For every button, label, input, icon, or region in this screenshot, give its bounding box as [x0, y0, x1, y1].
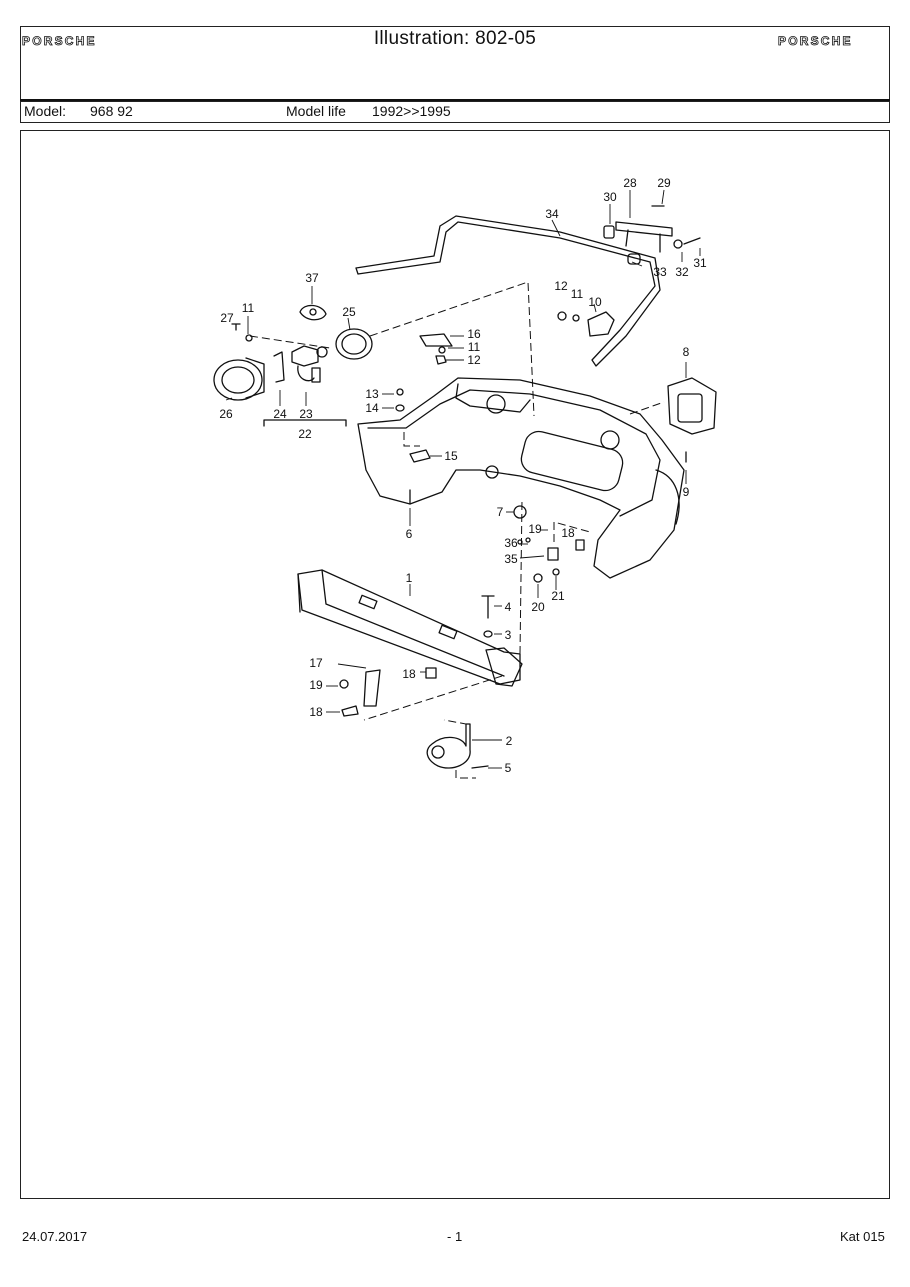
- callout-17: 17: [309, 656, 323, 670]
- gasket: [299, 304, 327, 321]
- callout-22: 22: [298, 427, 312, 441]
- callout-27: 27: [220, 311, 234, 325]
- page-title: Illustration: 802-05: [373, 28, 537, 49]
- damper: [426, 723, 471, 769]
- callout-37: 37: [305, 271, 319, 285]
- callout-26: 26: [219, 407, 233, 421]
- callout-15: 15: [444, 449, 458, 463]
- callout-9: 9: [683, 485, 690, 499]
- callout-19a: 19: [528, 522, 542, 536]
- bumper-cover: [357, 377, 685, 579]
- model-life-label: Model life: [286, 103, 346, 119]
- callout-32: 32: [675, 265, 689, 279]
- lamp-housing: [213, 359, 263, 401]
- callout-1: 1: [406, 571, 413, 585]
- callout-8: 8: [683, 345, 690, 359]
- illustration-frame: [20, 130, 890, 1199]
- callout-2: 2: [506, 734, 513, 748]
- callout-6: 6: [406, 527, 413, 541]
- brand-right-text: PORSCHE: [778, 34, 853, 48]
- callout-23: 23: [299, 407, 313, 421]
- callout-11b: 11: [571, 287, 584, 301]
- callout-7: 7: [497, 505, 504, 519]
- callout-29: 29: [657, 176, 671, 190]
- header-divider: [20, 99, 890, 102]
- model-label: Model:: [24, 103, 67, 119]
- seal-strip: [355, 215, 661, 367]
- callout-25: 25: [342, 305, 356, 319]
- callout-18b: 18: [402, 667, 416, 681]
- callout-31: 31: [693, 256, 707, 270]
- callout-28: 28: [623, 176, 637, 190]
- callout-10: 10: [588, 295, 602, 309]
- footer-date: 24.07.2017: [22, 1229, 88, 1244]
- callout-19b: 19: [309, 678, 323, 692]
- callout-16: 16: [467, 327, 481, 341]
- callout-36: 36: [504, 536, 518, 550]
- porsche-logo-left: PORSCHE: [22, 34, 97, 48]
- porsche-logo-right: PORSCHE: [778, 34, 853, 48]
- callout-24: 24: [273, 407, 287, 421]
- callout-11c: 11: [468, 340, 481, 354]
- callout-18c: 18: [309, 705, 323, 719]
- model-bar: [20, 101, 890, 123]
- side-bracket: [667, 377, 717, 435]
- lamp-ring: [335, 328, 373, 360]
- callout-14: 14: [365, 401, 379, 415]
- footer-catalog: Kat 015: [840, 1229, 885, 1244]
- callout-30: 30: [603, 190, 617, 204]
- callout-33: 33: [653, 265, 667, 279]
- callout-13: 13: [365, 387, 379, 401]
- callout-3: 3: [505, 628, 512, 642]
- callout-35: 35: [504, 552, 518, 566]
- model-value: 968 92: [90, 103, 133, 119]
- callout-12a: 12: [554, 279, 568, 293]
- callout-20: 20: [531, 600, 545, 614]
- callout-12b: 12: [467, 353, 481, 367]
- hinge-plate: [615, 221, 673, 237]
- callout-18a: 18: [561, 526, 575, 540]
- footer-page-number: - 1: [447, 1229, 463, 1244]
- brand-left-text: PORSCHE: [22, 34, 97, 48]
- callout-5: 5: [505, 761, 512, 775]
- model-life-value: 1992>>1995: [372, 103, 451, 119]
- callout-21: 21: [551, 589, 565, 603]
- callout-34: 34: [545, 207, 559, 221]
- callout-11a: 11: [242, 301, 255, 315]
- parts-diagram: 1 2 3 4 5 6 7 8 9 10 11 11 11 12 12 13 1…: [213, 176, 717, 779]
- callout-4: 4: [505, 600, 512, 614]
